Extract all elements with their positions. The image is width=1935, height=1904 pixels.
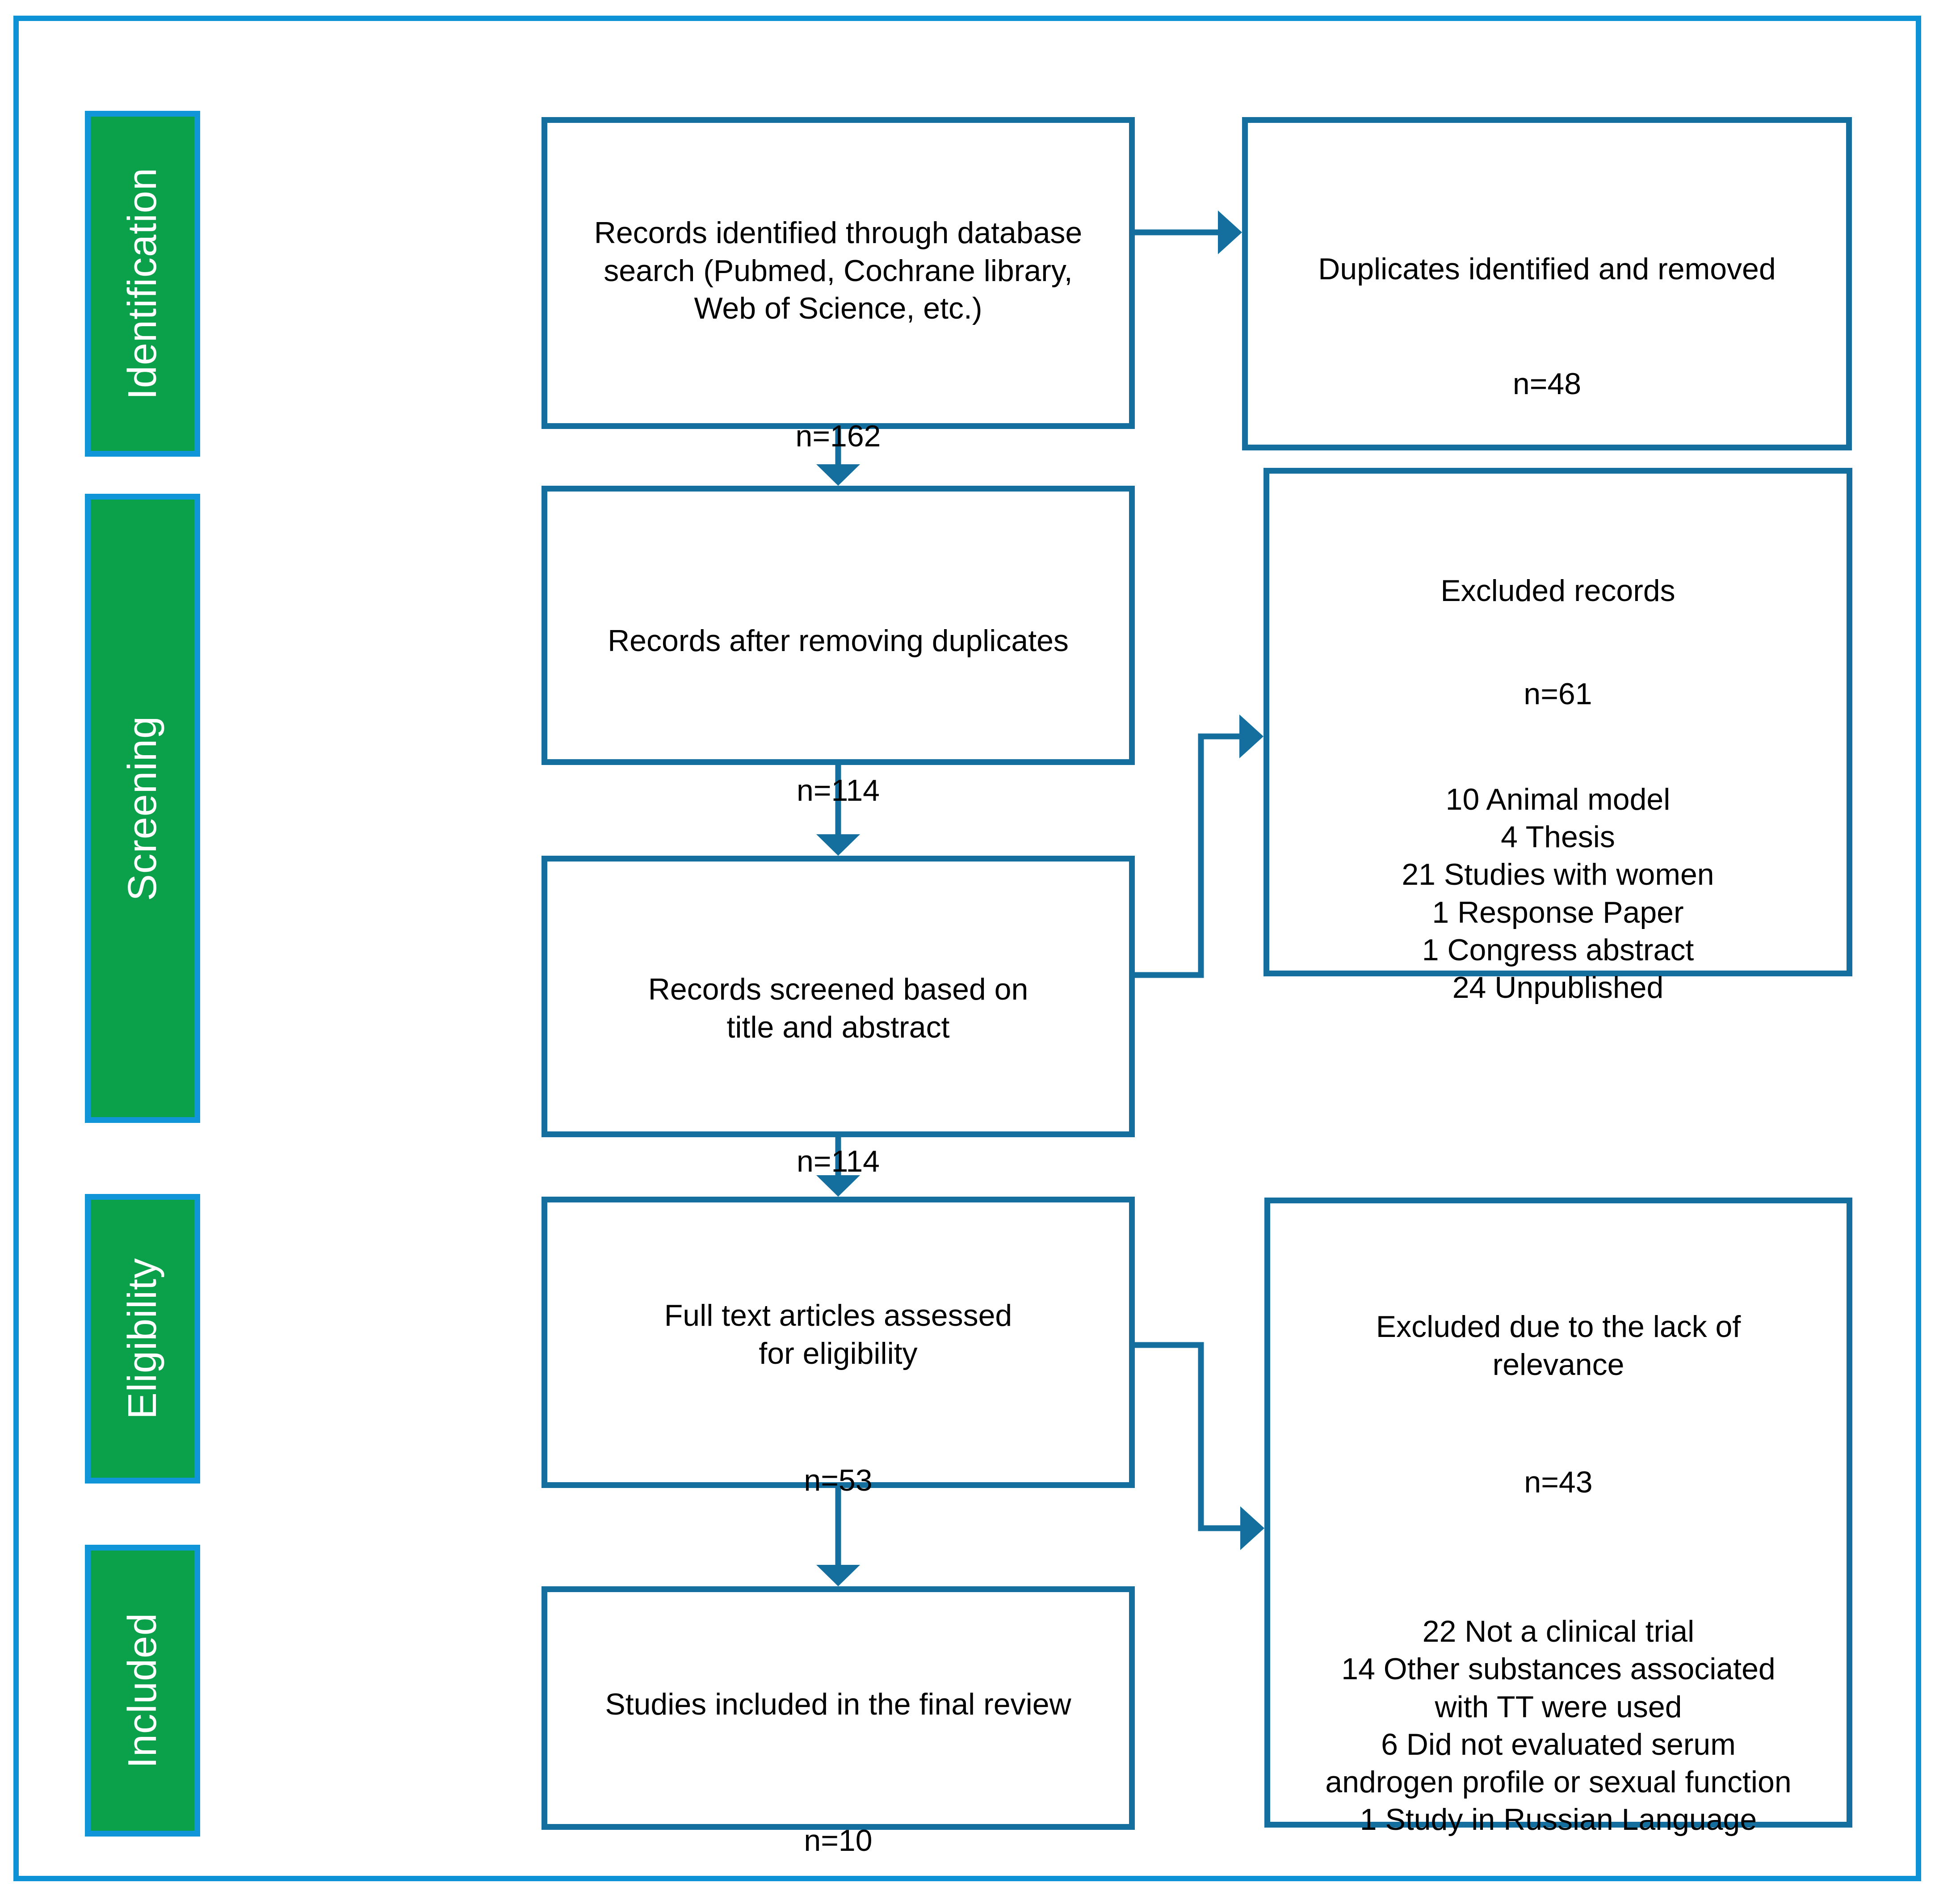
box-text: Records screened based on title and abst… (648, 972, 1028, 1044)
box-title: Excluded due to the lack of relevance (1376, 1310, 1741, 1382)
stage-label-text: Included (120, 1613, 165, 1769)
box-count: n=10 (804, 1823, 873, 1858)
box-text: Records after removing duplicates (608, 624, 1069, 658)
box-studies-included: Studies included in the final review n=1… (541, 1586, 1135, 1858)
box-count: n=43 (1524, 1465, 1593, 1500)
box-records-screened: Records screened based on title and abst… (541, 856, 1135, 1178)
box-exclusion-reasons: 22 Not a clinical trial 14 Other substan… (1325, 1614, 1792, 1837)
box-count: n=61 (1524, 677, 1592, 711)
box-text: Duplicates identified and removed (1318, 252, 1776, 286)
box-excluded-records: Excluded records n=61 10 Animal model 4 … (1263, 468, 1852, 1005)
stage-label-screening: Screening (85, 494, 200, 1123)
stage-label-text: Eligibility (120, 1258, 165, 1420)
box-text: Full text articles assessed for eligibil… (664, 1299, 1012, 1370)
diagram-border (13, 16, 1921, 1881)
box-records-identified: Records identified through database sear… (541, 117, 1135, 453)
box-count: n=53 (804, 1463, 873, 1498)
stage-label-text: Identification (120, 168, 165, 400)
stage-label-text: Screening (120, 715, 165, 901)
box-excluded-lack-of-relevance: Excluded due to the lack of relevance n=… (1264, 1198, 1852, 1837)
box-exclusion-reasons: 10 Animal model 4 Thesis 21 Studies with… (1402, 782, 1714, 1005)
box-text: Studies included in the final review (605, 1687, 1071, 1722)
box-count: n=48 (1512, 366, 1582, 401)
box-records-after-duplicates: Records after removing duplicates n=114 (541, 486, 1135, 807)
box-title: Excluded records (1440, 574, 1675, 608)
box-fulltext-assessed: Full text articles assessed for eligibil… (541, 1197, 1135, 1497)
box-count: n=114 (797, 1144, 880, 1179)
box-duplicates-removed: Duplicates identified and removed n=48 (1242, 117, 1852, 450)
box-count: n=162 (795, 419, 881, 453)
box-text: Records identified through database sear… (594, 216, 1083, 325)
stage-label-included: Included (85, 1545, 200, 1837)
stage-label-eligibility: Eligibility (85, 1194, 200, 1484)
stage-label-identification: Identification (85, 111, 200, 457)
box-count: n=114 (797, 773, 880, 807)
